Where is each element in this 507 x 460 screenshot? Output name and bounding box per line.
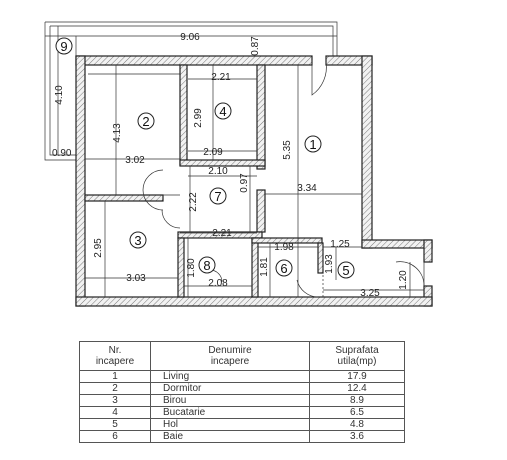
- cell-room-number: 4: [79, 406, 151, 419]
- inner-walls: [84, 64, 324, 298]
- cell-room-number: 6: [79, 430, 151, 443]
- cell-room-name: Living: [150, 370, 310, 383]
- cell-room-area: 3.6: [309, 430, 405, 443]
- dim-living-height: 5.35: [282, 140, 293, 160]
- dimension-labels: 9.06 0.87 4.10 0.90 2.21 4.13 2.99 3.02 …: [52, 32, 409, 299]
- room-8-marker: 8: [198, 256, 216, 274]
- cell-room-name: Dormitor: [150, 382, 310, 395]
- header-room-number-text: Nr.incapere: [95, 345, 135, 367]
- room-1-marker: 1: [304, 135, 322, 153]
- dim-bedroom-width: 3.02: [125, 155, 145, 166]
- cell-room-area: 4.8: [309, 418, 405, 431]
- dim-hol-length: 3.25: [360, 288, 380, 299]
- svg-text:5: 5: [342, 263, 349, 278]
- room-3-marker: 3: [129, 231, 147, 249]
- floor-plan: 9.06 0.87 4.10 0.90 2.21 4.13 2.99 3.02 …: [44, 21, 433, 307]
- room-9-marker: 9: [55, 37, 73, 55]
- svg-text:9: 9: [60, 39, 67, 54]
- dim-storage-width: 2.08: [208, 278, 228, 289]
- room-7-marker: 7: [209, 187, 227, 205]
- cell-room-area: 8.9: [309, 394, 405, 407]
- cell-room-area: 17.9: [309, 370, 405, 383]
- dim-hol-height: 1.93: [324, 254, 335, 274]
- cell-room-name: Baie: [150, 430, 310, 443]
- dim-balcony-side: 0.87: [250, 36, 261, 56]
- room-6-marker: 6: [275, 259, 293, 277]
- balcony-outline: [44, 21, 338, 161]
- room-2-marker: 2: [137, 112, 155, 130]
- svg-text:2: 2: [142, 114, 149, 129]
- cell-room-number: 5: [79, 418, 151, 431]
- dim-hol-width: 1.25: [330, 239, 350, 250]
- dim-storage-height: 1.80: [186, 258, 197, 278]
- table-row: 6 Baie 3.6: [79, 430, 405, 443]
- dim-living-width: 3.34: [297, 183, 317, 194]
- dim-hol-door: 1.20: [398, 270, 409, 290]
- dim-bedroom-height: 4.13: [112, 123, 123, 143]
- outer-walls: [75, 55, 433, 307]
- table-row: 1 Living 17.9: [79, 370, 405, 383]
- cell-room-area: 6.5: [309, 406, 405, 419]
- room-numbers: 9 2 4 1 7 3 8 6: [55, 37, 355, 279]
- dim-balcony-depth: 0.90: [52, 148, 72, 159]
- dim-office-width: 3.03: [126, 273, 146, 284]
- dim-hall-gap: 0.97: [239, 173, 250, 193]
- cell-room-number: 2: [79, 382, 151, 395]
- cell-room-area: 12.4: [309, 382, 405, 395]
- dim-hall-height: 2.22: [188, 192, 199, 212]
- cell-room-name: Hol: [150, 418, 310, 431]
- dim-kitchen-width: 2.21: [211, 72, 231, 83]
- svg-text:3: 3: [134, 233, 141, 248]
- svg-text:8: 8: [203, 258, 210, 273]
- svg-text:6: 6: [280, 261, 287, 276]
- dim-hall-width: 2.10: [208, 166, 228, 177]
- dim-bath-width: 1.98: [274, 242, 294, 253]
- table-row: 4 Bucatarie 6.5: [79, 406, 405, 419]
- table-row: 3 Birou 8.9: [79, 394, 405, 407]
- dim-kitchen-height: 2.99: [193, 108, 204, 128]
- dimension-lines: [45, 26, 424, 297]
- header-room-number: Nr.incapere: [79, 341, 151, 371]
- dim-bath-height: 1.81: [259, 257, 270, 277]
- cell-room-number: 3: [79, 394, 151, 407]
- svg-text:4: 4: [219, 104, 226, 119]
- table-row: 2 Dormitor 12.4: [79, 382, 405, 395]
- room-4-marker: 4: [214, 102, 232, 120]
- dim-office-height: 2.95: [93, 238, 104, 258]
- dim-hall-bottom: 2.21: [212, 228, 232, 239]
- svg-text:7: 7: [214, 189, 221, 204]
- dim-total-width: 9.06: [180, 32, 200, 43]
- cell-room-name: Bucatarie: [150, 406, 310, 419]
- cell-room-number: 1: [79, 370, 151, 383]
- cell-room-name: Birou: [150, 394, 310, 407]
- room-5-marker: 5: [337, 261, 355, 279]
- table-row: 5 Hol 4.8: [79, 418, 405, 431]
- svg-text:1: 1: [309, 137, 316, 152]
- dim-balcony-height: 4.10: [54, 85, 65, 105]
- dim-kitchen-bottom: 2.09: [203, 147, 223, 158]
